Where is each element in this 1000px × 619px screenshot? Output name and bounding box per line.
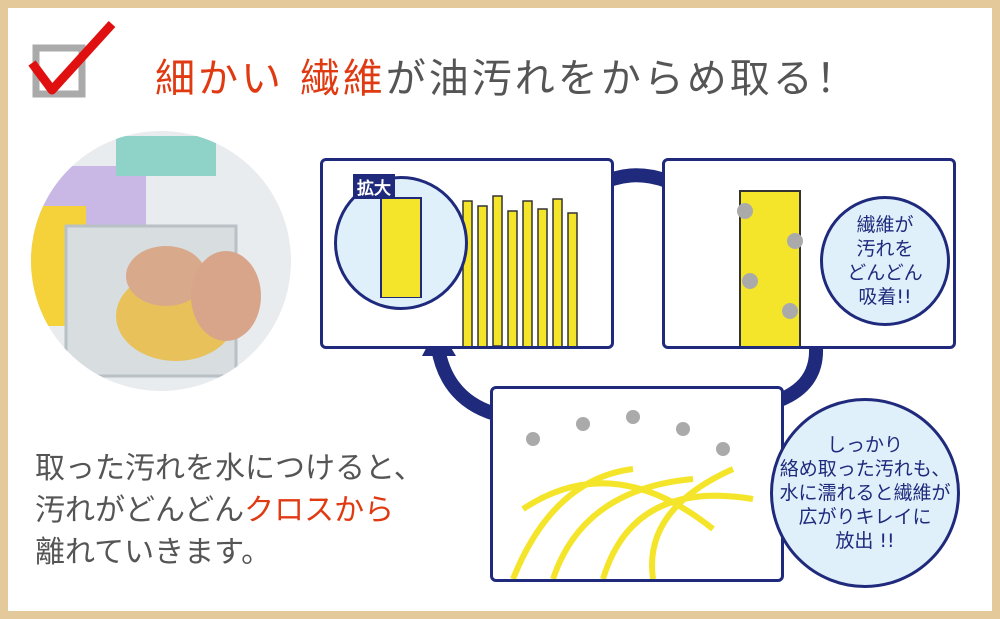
fiber-with-dirt-illustration: [737, 190, 803, 346]
description-line-1: 取った汚れを水につけると、: [35, 451, 424, 486]
bubble-text: どんどん: [847, 262, 923, 284]
bubble-text: しっかり: [826, 434, 903, 456]
bubble-text: 汚れを: [856, 238, 914, 260]
description-line-2: 汚れがどんどんクロスから: [35, 490, 424, 532]
headline-rest: が油汚れをからめ取る！: [385, 56, 859, 102]
release-bubble: しっかり絡め取った汚れも、水に濡れると繊維が広がりキレイに放出 !!: [770, 398, 960, 588]
zoom-label: 拡大: [353, 174, 395, 199]
description-line-3: 離れていきます。: [35, 535, 272, 570]
checkmark-icon: [28, 20, 116, 98]
bubble-text: 吸着!!: [858, 286, 912, 308]
description: 取った汚れを水につけると、 汚れがどんどんクロスから 離れていきます。: [35, 448, 424, 574]
fiber-closeup: [380, 197, 422, 298]
absorb-bubble: 繊維が汚れをどんどん吸着!!: [820, 196, 950, 326]
headline-highlight-fine: 細かい: [155, 56, 284, 102]
infographic: 細かい 繊維が油汚れをからめ取る！ 取った汚れを水につけると、 汚れがどんどんク…: [8, 8, 992, 611]
bubble-text: 繊維が: [856, 214, 914, 236]
bubble-text: 絡め取った汚れも、: [779, 458, 951, 480]
fiber-bundle-illustration: [462, 195, 578, 346]
description-highlight: クロスから: [244, 493, 395, 528]
panel-release: [490, 386, 784, 582]
bubble-text: 広がりキレイに: [798, 506, 932, 528]
headline-highlight-fiber: 繊維: [299, 56, 386, 102]
bubble-text: 水に濡れると繊維が: [779, 482, 951, 504]
spread-fibers-illustration: [510, 410, 754, 579]
washing-photo: [31, 131, 291, 391]
description-text: 汚れがどんどん: [35, 493, 245, 528]
bubble-text: 放出 !!: [835, 530, 895, 552]
headline: 細かい 繊維が油汚れをからめ取る！: [155, 46, 859, 104]
